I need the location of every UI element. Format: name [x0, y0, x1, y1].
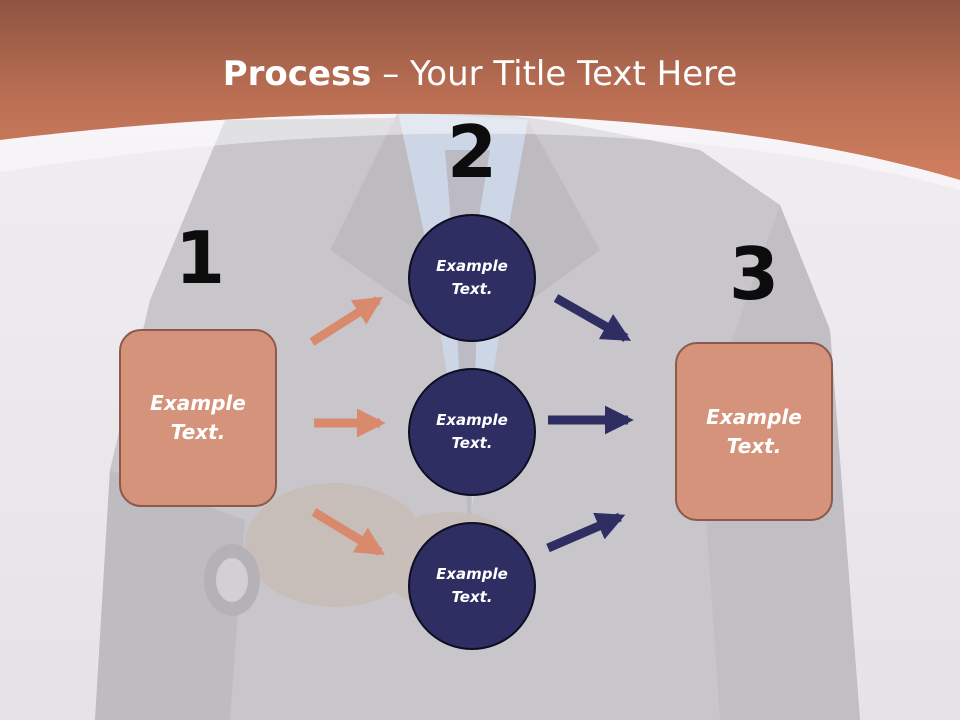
title-rest: – Your Title Text Here: [371, 54, 738, 94]
slide-title: Process – Your Title Text Here: [0, 52, 960, 96]
title-bold: Process: [222, 54, 372, 94]
arrow-top-to-3: [553, 294, 632, 342]
step-2-circle-top: Example Text.: [408, 214, 536, 342]
step-number-1: 1: [174, 216, 226, 300]
step-2-circle-middle: Example Text.: [408, 368, 536, 496]
step-2-circle-bottom-text: Example Text.: [436, 565, 508, 606]
step-3-box-text: Example Text.: [706, 404, 802, 458]
step-2-circle-bottom: Example Text.: [408, 522, 536, 650]
step-1-box: Example Text.: [119, 329, 277, 507]
step-2-circle-middle-text: Example Text.: [436, 411, 508, 452]
step-2-circle-top-text: Example Text.: [436, 257, 508, 298]
arrow-1-to-top: [309, 296, 383, 346]
step-3-box: Example Text.: [675, 342, 833, 521]
arrow-1-to-bottom: [311, 508, 385, 556]
step-number-2: 2: [446, 110, 498, 194]
step-1-box-text: Example Text.: [150, 391, 246, 444]
step-number-3: 3: [728, 232, 780, 316]
arrow-bottom-to-3: [546, 512, 626, 553]
